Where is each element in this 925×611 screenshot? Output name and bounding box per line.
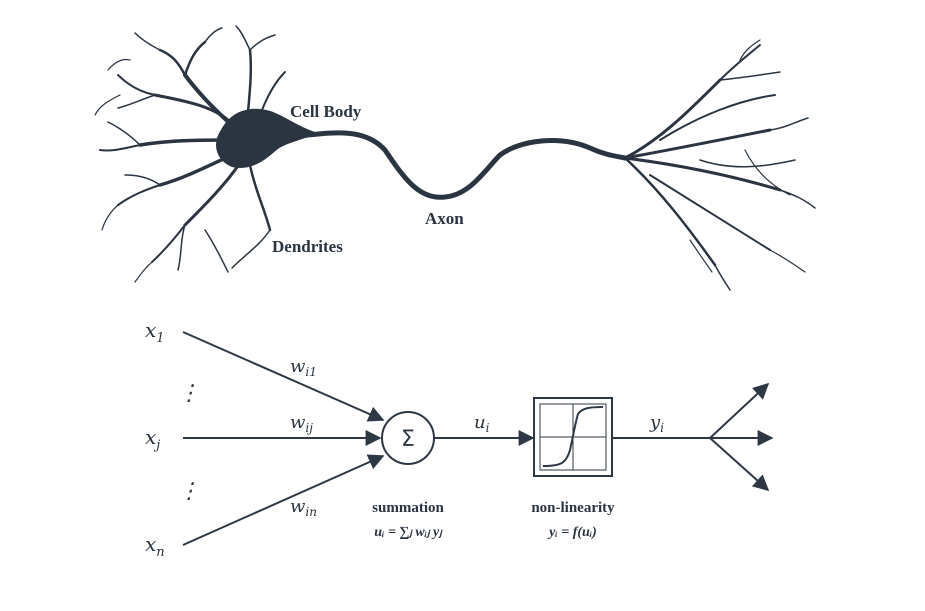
axon-terminal-shape xyxy=(623,39,816,291)
input-label-xn: xn xyxy=(145,532,165,560)
ellipsis-upper: ⋮ xyxy=(178,381,200,406)
output-label-yi: yi xyxy=(649,412,664,435)
cell-body-label: Cell Body xyxy=(290,102,362,121)
nonlinearity-formula: yᵢ = f(uᵢ) xyxy=(547,525,597,540)
sigmoid-curve xyxy=(542,406,604,467)
cell-body-shape xyxy=(216,108,318,168)
intermediate-label-ui: ui xyxy=(474,412,490,435)
axon-label: Axon xyxy=(425,209,464,228)
dendrites-shape xyxy=(94,25,286,283)
output-arrow-up xyxy=(709,382,770,439)
ellipsis-lower: ⋮ xyxy=(178,479,200,504)
summation-formula: uᵢ = ∑ⱼ wᵢⱼ yⱼ xyxy=(374,525,443,540)
weight-label-wij: wij xyxy=(290,412,313,435)
input-label-xj: xj xyxy=(145,425,160,453)
sigma-symbol: Σ xyxy=(401,427,415,452)
weight-label-wi1: wi1 xyxy=(290,356,317,379)
axon-shape xyxy=(297,130,628,200)
summation-caption: summation xyxy=(372,500,444,516)
biological-neuron: Cell Body Axon Dendrites xyxy=(94,25,816,291)
artificial-neuron-model: x1 xj xn ⋮ ⋮ wi1 wij win Σ ui xyxy=(145,318,774,560)
weight-label-win: win xyxy=(290,496,317,519)
input-label-x1: x1 xyxy=(145,318,165,346)
input-arrow-n xyxy=(182,454,385,546)
output-arrow-down xyxy=(709,437,770,492)
input-arrow-1 xyxy=(182,331,385,422)
nonlinearity-caption: non-linearity xyxy=(531,500,615,516)
dendrites-label: Dendrites xyxy=(272,237,343,256)
